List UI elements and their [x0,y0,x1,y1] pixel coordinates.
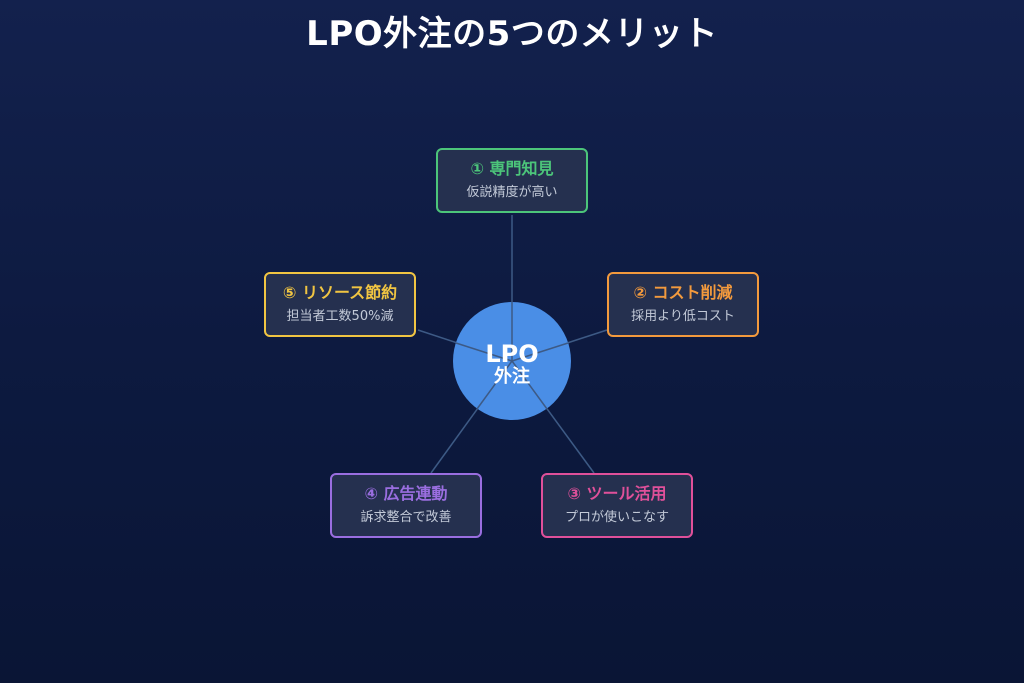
merit-box-1: ① 専門知見 仮説精度が高い [436,148,588,213]
merit-title: ③ ツール活用 [567,484,667,503]
merit-box-2: ② コスト削減 採用より低コスト [607,272,759,337]
center-hub-label: LPO 外注 [453,341,571,387]
page-title: LPO外注の5つのメリット [306,14,718,54]
merit-box-5: ⑤ リソース節約 担当者工数50%減 [264,272,416,337]
merit-title: ② コスト削減 [633,283,733,302]
merit-box-3: ③ ツール活用 プロが使いこなす [541,473,693,538]
merit-desc: 採用より低コスト [631,309,735,324]
merit-title: ① 専門知見 [470,159,554,178]
center-hub-line1: LPO [485,340,539,368]
merit-desc: 仮説精度が高い [466,185,558,200]
merit-desc: 担当者工数50%減 [286,309,394,324]
merit-title: ⑤ リソース節約 [282,283,398,302]
merit-desc: 訴求整合で改善 [360,510,452,525]
merit-box-4: ④ 広告連動 訴求整合で改善 [330,473,482,538]
merit-title: ④ 広告連動 [364,484,448,503]
center-hub-line2: 外注 [494,366,530,387]
merit-desc: プロが使いこなす [564,510,669,525]
